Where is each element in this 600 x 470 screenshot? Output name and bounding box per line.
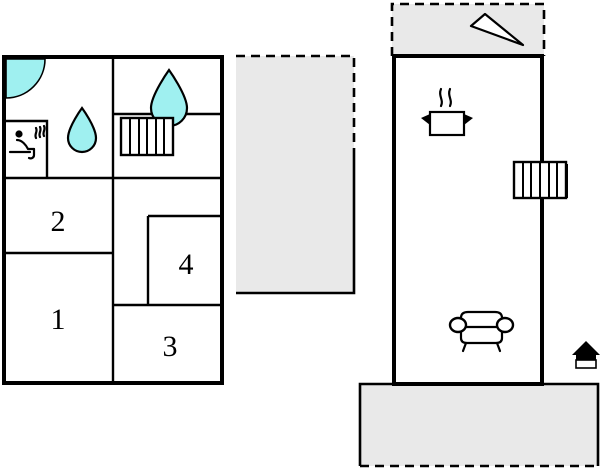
sofa-leg-left — [461, 341, 468, 353]
room-number-1: 1 — [51, 303, 66, 336]
right-building-walls — [392, 54, 568, 386]
sofa-seat — [459, 325, 504, 345]
sofa-backrest — [459, 310, 504, 329]
terrace-left — [236, 54, 356, 295]
sauna-icon — [8, 124, 46, 160]
pot-body — [428, 110, 466, 137]
room4-partition — [146, 214, 222, 305]
right-building-outline — [392, 54, 568, 386]
pot-steam-lines — [439, 87, 452, 108]
terrace-left-fill — [236, 56, 354, 293]
cooking-pot-icon — [421, 87, 473, 137]
sofa-arm-left — [448, 316, 468, 334]
sauna-person-torso — [15, 138, 36, 151]
bathtub-corner-icon — [5, 58, 46, 99]
left-building-walls — [2, 55, 224, 385]
room-number-2: 2 — [51, 205, 66, 238]
water-drop-shape — [66, 106, 98, 154]
terrace-left-solid-edge — [236, 152, 356, 295]
parasol-icon — [469, 12, 525, 47]
house-roof — [572, 341, 600, 355]
sauna-steam-lines — [34, 124, 46, 140]
sofa-icon — [448, 310, 515, 353]
staircase-icon — [119, 116, 175, 157]
sauna-person-leg — [27, 147, 36, 160]
sofa-arm-right — [495, 316, 515, 334]
sauna-person-head — [15, 130, 23, 138]
sofa-leg-right — [495, 341, 502, 353]
bathtub-shape — [5, 58, 46, 99]
parasol-shape — [469, 12, 525, 47]
terrace-right-top-dashed-edge — [390, 2, 546, 56]
terrace-right-top — [390, 2, 546, 56]
pot-handle-left — [421, 114, 430, 125]
house-base — [575, 359, 597, 369]
terrace-left-dashed-edge — [236, 54, 356, 152]
house-door-band — [576, 352, 596, 360]
terrace-right-bottom-fill — [360, 384, 598, 466]
water-drop-icon — [66, 106, 98, 154]
entrance-house-icon — [572, 341, 600, 369]
sauna-room-partition — [4, 119, 49, 178]
terrace-right-bottom — [358, 382, 600, 468]
pot-handle-right — [464, 114, 473, 125]
terrace-right-top-fill — [392, 4, 544, 56]
room-number-3: 3 — [163, 330, 178, 363]
staircase-icon — [512, 160, 568, 200]
room-number-4: 4 — [179, 248, 194, 281]
